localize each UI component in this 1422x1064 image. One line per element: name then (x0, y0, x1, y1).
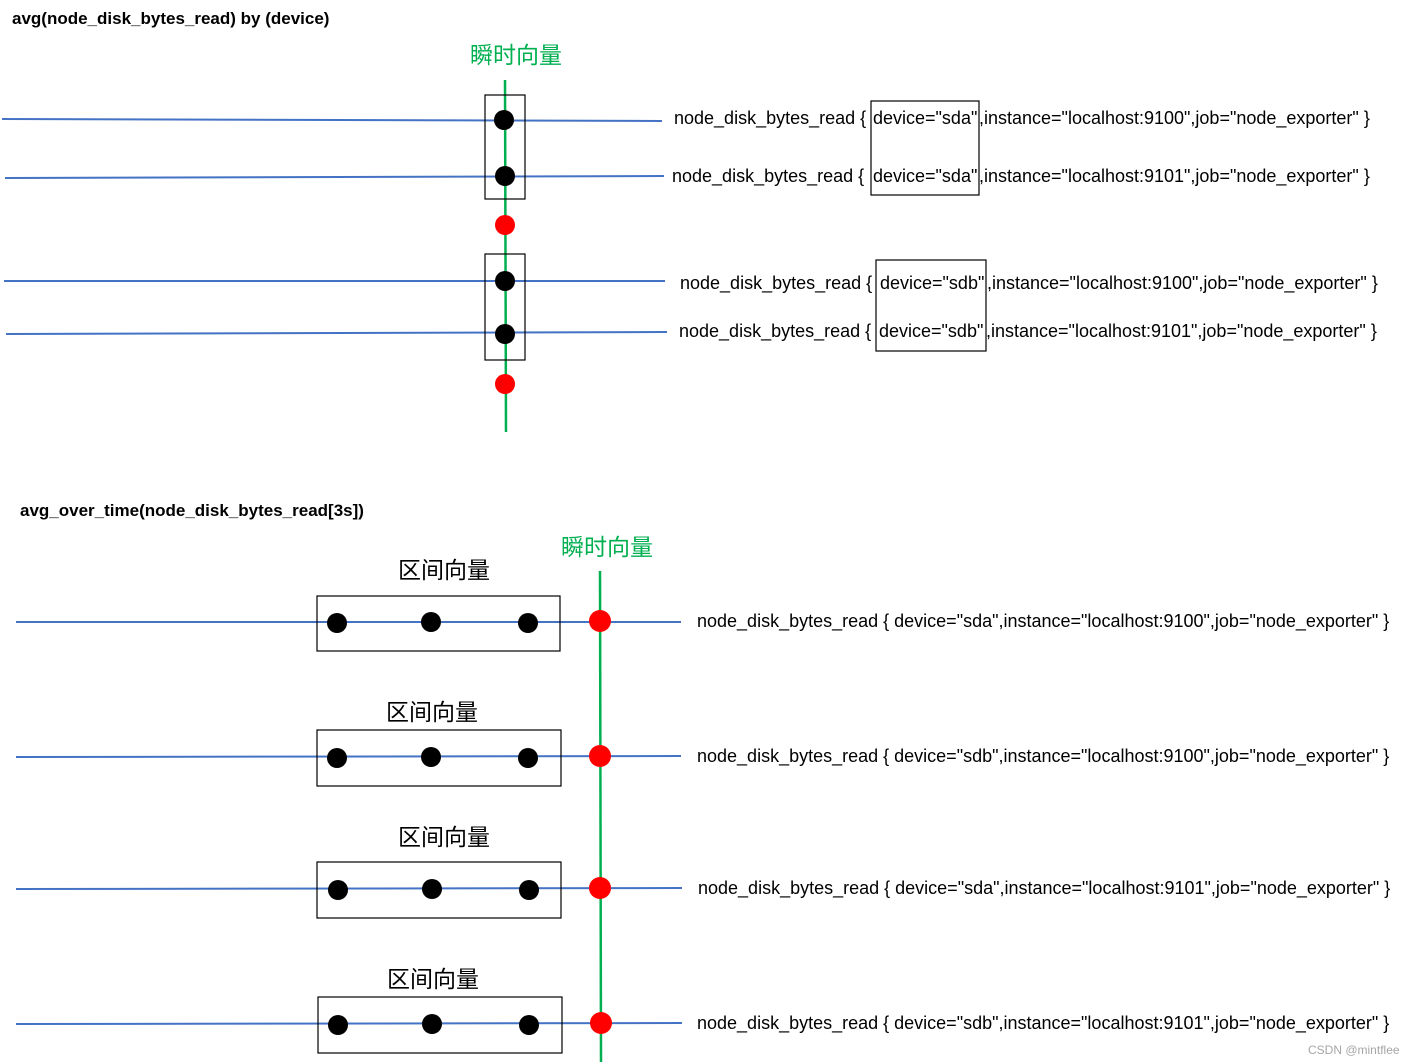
bottom-result-point (589, 745, 611, 767)
bottom-series-line (15, 887, 683, 890)
top-result-point-sdb (495, 374, 515, 394)
label-rest: ,instance="localhost:9100",job="node_exp… (987, 273, 1378, 294)
top-title: avg(node_disk_bytes_read) by (device) (12, 9, 329, 28)
bottom-series-label: node_disk_bytes_read { device="sdb",inst… (697, 746, 1389, 767)
range-sample-point (518, 748, 538, 768)
bottom-result-point (589, 877, 611, 899)
range-vector-box (316, 861, 562, 919)
watermark: CSDN @mintflee (1308, 1043, 1400, 1057)
label-metric: node_disk_bytes_read { (679, 321, 871, 342)
label-rest: ,instance="localhost:9101",job="node_exp… (979, 166, 1370, 187)
range-sample-point (421, 747, 441, 767)
bottom-result-point (590, 1012, 612, 1034)
top-result-point-sda (495, 215, 515, 235)
label-device: device="sda" (873, 166, 977, 186)
bottom-series-label: node_disk_bytes_read { device="sdb",inst… (697, 1013, 1389, 1034)
label-device: device="sdb" (879, 321, 983, 341)
range-sample-point (422, 1014, 442, 1034)
top-sample-point (494, 110, 514, 130)
label-rest: ,instance="localhost:9101",job="node_exp… (986, 321, 1377, 342)
top-group-box-sdb (484, 253, 526, 361)
range-sample-point (421, 612, 441, 632)
top-sample-point (495, 271, 515, 291)
bottom-series-label: node_disk_bytes_read { device="sda",inst… (698, 878, 1390, 899)
label-rest: ,instance="localhost:9100",job="node_exp… (979, 108, 1370, 129)
bottom-title: avg_over_time(node_disk_bytes_read[3s]) (20, 501, 364, 520)
top-series-label: node_disk_bytes_read { device="sdb",insta… (680, 273, 1378, 294)
label-metric: node_disk_bytes_read { (674, 108, 866, 129)
top-instant-vector-label: 瞬时向量 (470, 43, 562, 69)
range-vector-box (317, 996, 563, 1054)
range-sample-point (328, 1015, 348, 1035)
range-vector-box (316, 729, 562, 787)
top-series-line (1, 118, 663, 122)
label-device: device="sdb" (880, 273, 984, 293)
bottom-instant-time-line (598, 570, 603, 1063)
range-sample-point (327, 613, 347, 633)
range-sample-point (327, 748, 347, 768)
bottom-series-line (15, 1022, 683, 1025)
range-sample-point (518, 613, 538, 633)
top-device-box-sda (870, 100, 980, 196)
range-sample-point (519, 1015, 539, 1035)
top-series-label: node_disk_bytes_read { device="sda",insta… (672, 166, 1370, 187)
top-device-box-sdb (875, 259, 987, 352)
top-sample-point (495, 166, 515, 186)
top-instant-time-line (503, 79, 508, 433)
bottom-series-line (15, 755, 682, 758)
label-device: device="sda" (873, 108, 977, 128)
top-series-line (5, 331, 668, 335)
top-sample-point (495, 324, 515, 344)
label-metric: node_disk_bytes_read { (672, 166, 864, 187)
bottom-series-label: node_disk_bytes_read { device="sda",inst… (697, 611, 1389, 632)
range-vector-label: 区间向量 (398, 825, 490, 851)
bottom-result-point (589, 610, 611, 632)
top-series-label: node_disk_bytes_read { device="sdb",insta… (679, 321, 1377, 342)
range-vector-label: 区间向量 (386, 700, 478, 726)
range-sample-point (422, 879, 442, 899)
top-group-box-sda (484, 94, 526, 200)
top-series-line (4, 175, 665, 179)
range-vector-box (316, 595, 561, 652)
range-vector-label: 区间向量 (398, 558, 490, 584)
bottom-instant-vector-label: 瞬时向量 (561, 535, 653, 561)
range-sample-point (519, 880, 539, 900)
range-vector-label: 区间向量 (387, 967, 479, 993)
range-sample-point (328, 880, 348, 900)
top-series-label: node_disk_bytes_read { device="sda",insta… (674, 108, 1370, 129)
label-metric: node_disk_bytes_read { (680, 273, 872, 294)
